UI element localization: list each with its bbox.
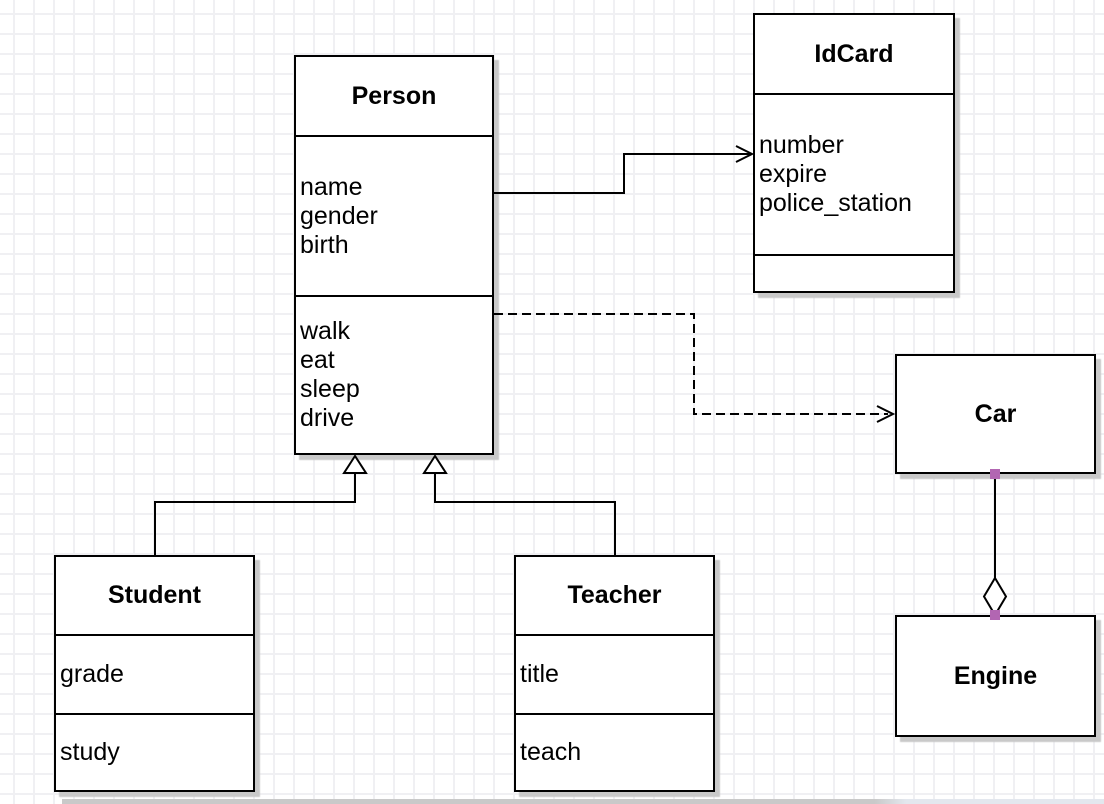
connector-generalization-student-person[interactable] (154, 454, 368, 555)
connector-line[interactable] (494, 313, 888, 415)
open-arrowhead-icon (876, 405, 896, 423)
class-engine[interactable]: Engine (895, 615, 1096, 737)
hollow-triangle-icon (422, 454, 448, 474)
class-teacher[interactable]: Teacher title teach (514, 555, 715, 792)
connection-handle[interactable] (990, 610, 1000, 620)
class-idcard[interactable]: IdCard number expire police_station (753, 13, 955, 293)
canvas-bottom-edge (62, 799, 1104, 804)
methods-section: teach (516, 713, 713, 790)
attribute-label: name (300, 172, 363, 201)
connector-dependency-person-car[interactable] (494, 313, 896, 423)
attribute-label: title (520, 660, 559, 688)
attributes-section: title (516, 634, 713, 713)
connector-aggregation-car-engine[interactable] (982, 469, 1008, 620)
methods-section: walk eat sleep drive (296, 295, 492, 453)
hollow-triangle-icon (342, 454, 368, 474)
hollow-diamond-icon (982, 576, 1008, 617)
methods-section: study (56, 713, 253, 790)
class-title: Student (107, 581, 202, 609)
class-title: Car (974, 399, 1017, 428)
connector-line[interactable] (434, 473, 616, 555)
class-title: IdCard (814, 39, 894, 68)
attribute-label: gender (300, 201, 378, 230)
open-arrowhead-icon (735, 145, 755, 163)
method-label: sleep (300, 375, 360, 403)
method-label: drive (300, 404, 355, 432)
class-student[interactable]: Student grade study (54, 555, 255, 792)
methods-section-empty (755, 254, 953, 291)
class-person[interactable]: Person name gender birth walk eat sleep … (294, 55, 494, 455)
connection-handle[interactable] (990, 469, 1000, 479)
class-title: Teacher (567, 581, 662, 609)
attributes-section: grade (56, 634, 253, 713)
connector-generalization-teacher-person[interactable] (422, 454, 616, 555)
method-label: walk (300, 317, 351, 345)
attribute-label: grade (60, 660, 124, 688)
class-car[interactable]: Car (895, 354, 1096, 474)
attribute-label: number (759, 131, 844, 159)
attribute-label: expire (759, 160, 828, 188)
attributes-section: name gender birth (296, 135, 492, 295)
method-label: teach (520, 738, 582, 766)
attributes-section: number expire police_station (755, 93, 953, 254)
class-title: Engine (953, 661, 1038, 690)
connector-line[interactable] (494, 153, 750, 194)
method-label: study (60, 738, 120, 766)
connector-association-person-idcard[interactable] (494, 145, 755, 194)
connector-line[interactable] (154, 473, 356, 555)
class-title: Person (351, 81, 437, 110)
attribute-label: birth (300, 230, 349, 259)
attribute-label: police_station (759, 189, 912, 217)
method-label: eat (300, 346, 335, 374)
